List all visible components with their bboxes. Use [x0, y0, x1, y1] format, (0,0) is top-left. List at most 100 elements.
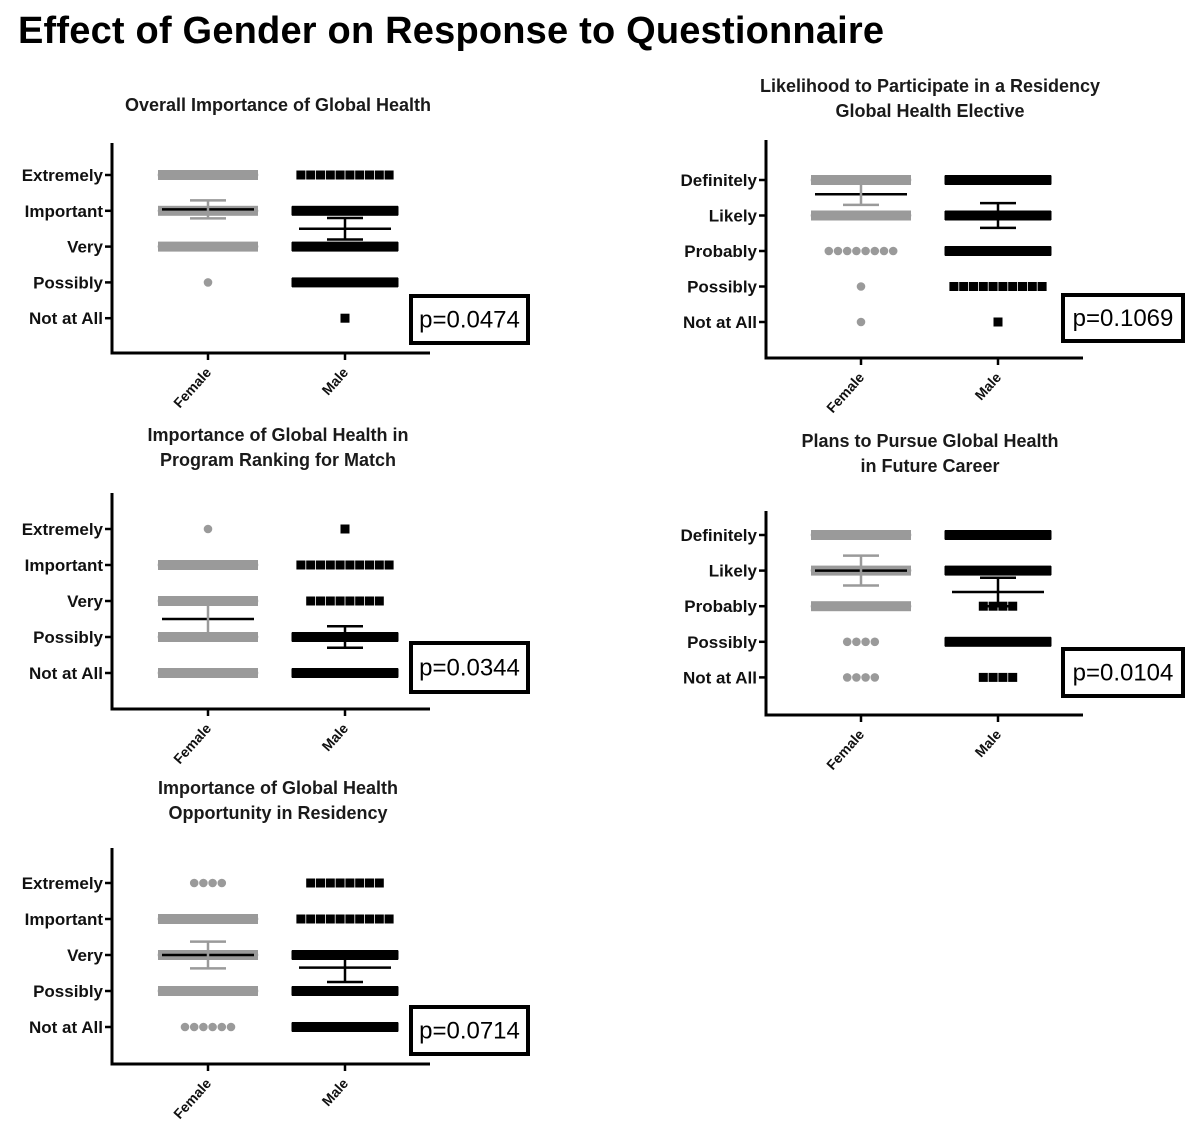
- male-point: [306, 170, 316, 180]
- y-tick-label: Likely: [709, 207, 758, 226]
- male-point: [355, 170, 365, 180]
- male-point-band: [945, 565, 1051, 576]
- female-point: [852, 637, 861, 647]
- male-point: [355, 914, 365, 924]
- male-point: [306, 914, 316, 924]
- chart-overall-importance: Overall Importance of Global HealthExtre…: [22, 95, 530, 411]
- female-point-band: [811, 210, 911, 221]
- male-point-band: [292, 241, 398, 252]
- y-tick-label: Not at All: [29, 1018, 103, 1037]
- y-tick-label: Extremely: [22, 166, 104, 185]
- x-tick-label: Male: [972, 726, 1005, 760]
- x-tick-label: Female: [823, 726, 867, 773]
- y-tick-label: Possibly: [33, 273, 103, 292]
- y-tick-label: Probably: [684, 597, 757, 616]
- chart-title: Importance of Global Health: [158, 778, 398, 798]
- female-point: [842, 637, 852, 647]
- female-point: [842, 673, 852, 682]
- male-point-band: [292, 205, 398, 216]
- male-point: [365, 560, 374, 570]
- male-point: [325, 878, 335, 888]
- female-point: [888, 246, 898, 256]
- chart-title: Overall Importance of Global Health: [125, 95, 431, 115]
- male-point: [374, 878, 384, 888]
- female-point: [180, 1022, 190, 1032]
- male-point: [988, 282, 998, 291]
- male-point: [365, 596, 374, 606]
- male-point-band: [292, 1022, 398, 1032]
- male-point: [316, 878, 325, 888]
- chart-title: Importance of Global Health in: [147, 425, 408, 445]
- male-point: [335, 560, 345, 570]
- male-point: [949, 282, 959, 291]
- p-value-label: p=0.0474: [419, 307, 520, 334]
- y-tick-label: Not at All: [29, 664, 103, 683]
- female-point: [208, 878, 217, 888]
- page-title: Effect of Gender on Response to Question…: [18, 10, 885, 52]
- male-point: [355, 560, 365, 570]
- y-tick-label: Important: [25, 202, 104, 221]
- y-tick-label: Very: [67, 238, 103, 257]
- female-point: [833, 246, 843, 256]
- x-tick-label: Female: [170, 1075, 214, 1122]
- male-point: [316, 596, 325, 606]
- p-value-label: p=0.0344: [419, 655, 520, 682]
- female-point: [203, 278, 213, 287]
- male-point: [384, 914, 394, 924]
- male-point: [355, 596, 365, 606]
- male-point: [355, 878, 365, 888]
- female-point-band: [158, 668, 258, 678]
- male-point: [365, 170, 374, 180]
- y-tick-label: Possibly: [687, 633, 757, 652]
- female-point-band: [158, 560, 258, 570]
- male-point: [316, 560, 325, 570]
- female-point: [870, 637, 880, 647]
- y-tick-label: Not at All: [683, 668, 757, 687]
- p-value-box: [409, 294, 530, 345]
- x-tick-label: Female: [170, 720, 214, 767]
- male-point: [959, 282, 969, 291]
- female-point: [208, 1022, 217, 1032]
- male-point: [998, 672, 1008, 682]
- chart-residency-elective: Likelihood to Participate in a Residency…: [680, 76, 1185, 416]
- female-point: [203, 524, 213, 534]
- male-point: [998, 282, 1008, 291]
- x-tick-label: Female: [823, 369, 867, 416]
- p-value-box: [409, 1005, 530, 1056]
- y-tick-label: Very: [67, 592, 103, 611]
- male-point-band: [292, 986, 398, 996]
- male-point: [306, 560, 316, 570]
- female-point: [870, 246, 880, 256]
- x-tick-label: Male: [319, 720, 352, 754]
- male-point: [340, 524, 350, 534]
- female-point: [199, 878, 208, 888]
- y-tick-label: Possibly: [33, 628, 103, 647]
- female-point: [870, 673, 880, 682]
- female-point: [852, 673, 861, 682]
- male-point: [345, 596, 355, 606]
- y-tick-label: Important: [25, 910, 104, 929]
- chart-title: in Future Career: [860, 456, 999, 476]
- female-point: [861, 246, 870, 256]
- male-point: [993, 317, 1003, 327]
- male-point: [335, 596, 345, 606]
- male-point: [384, 560, 394, 570]
- male-point: [374, 560, 384, 570]
- male-point: [1027, 282, 1037, 291]
- male-point-band: [292, 277, 398, 288]
- female-point: [824, 246, 834, 256]
- male-point: [374, 170, 384, 180]
- male-point-band: [945, 636, 1051, 647]
- female-point: [842, 246, 852, 256]
- male-point: [374, 596, 384, 606]
- female-point: [861, 673, 870, 682]
- male-point: [1018, 282, 1027, 291]
- y-tick-label: Very: [67, 946, 103, 965]
- p-value-box: [409, 641, 530, 694]
- female-point: [217, 1022, 227, 1032]
- y-tick-label: Possibly: [33, 982, 103, 1001]
- female-point: [861, 637, 870, 647]
